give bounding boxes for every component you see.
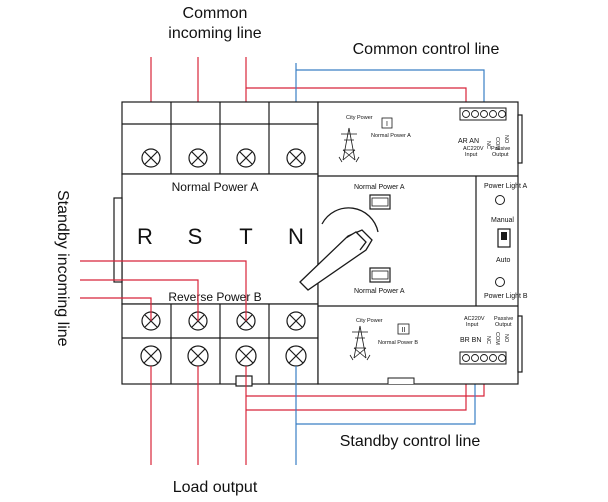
reverse-power-b-label: Reverse Power B: [168, 290, 261, 304]
module-a-terminals: AR AN: [458, 138, 479, 145]
standby-incoming-wires: [80, 260, 247, 321]
module-b-nc: NC: [485, 336, 491, 344]
module-b-roman-box: [397, 323, 410, 335]
switch-slot-bottom: [369, 267, 391, 283]
din-clip: [387, 377, 415, 384]
standby-control-label: Standby control line: [340, 433, 481, 450]
module-a-output: Output: [492, 152, 509, 158]
power-light-b-indicator: [495, 277, 505, 287]
phase-n: N: [288, 224, 304, 249]
bottom-clip: [235, 375, 253, 387]
module-b-passive: Passive: [494, 316, 513, 322]
module-b-no: NO: [503, 334, 509, 343]
phase-r: R: [137, 224, 153, 249]
rotary-handle[interactable]: [299, 207, 379, 291]
module-b-city-power: City Power: [356, 318, 383, 324]
module-a: City Power I Normal Power A AR AN AC220V…: [338, 107, 510, 163]
tower-icon-a: [338, 127, 360, 163]
module-a-roman: I: [386, 121, 388, 128]
switch-slot-top: [369, 194, 391, 210]
module-a-passive: Passive: [491, 146, 510, 152]
common-incoming-label-2: incoming line: [168, 25, 261, 42]
module-b-terminals: BR BN: [460, 337, 481, 344]
module-a-roman-box: [381, 117, 393, 129]
module-a-com: COM: [494, 137, 500, 150]
breaker-body: [113, 101, 319, 385]
controller-normal-power-top: Normal Power A: [354, 184, 405, 191]
controller-normal-power-bottom: Normal Power A: [354, 288, 405, 295]
standby-incoming-label: Standby incoming line: [54, 190, 71, 347]
controller-panel: Normal Power A Normal Power A Power Ligh…: [299, 183, 528, 300]
load-output-label: Load output: [173, 479, 258, 496]
phase-s: S: [188, 224, 203, 249]
module-a-normal-power: Normal Power A: [371, 133, 411, 139]
module-b-normal-power: Normal Power B: [378, 340, 418, 346]
lower-terminal-screws-bottom: [140, 345, 307, 367]
normal-power-a-label: Normal Power A: [172, 180, 259, 194]
module-b-roman: II: [402, 327, 406, 334]
upper-terminal-screws: [141, 148, 306, 168]
module-a-terminal-screws: [462, 110, 506, 118]
power-light-b-label: Power Light B: [484, 293, 528, 300]
module-b-input: Input: [466, 322, 479, 328]
power-light-a-indicator: [495, 195, 505, 205]
phase-t: T: [239, 224, 252, 249]
power-light-a-label: Power Light A: [484, 183, 528, 190]
module-a-nc: NC: [485, 141, 491, 149]
module-b-output: Output: [495, 322, 512, 328]
module-b-com: COM: [494, 332, 500, 345]
tower-icon-b: [349, 325, 371, 361]
module-b-terminal-screws: [462, 354, 506, 362]
common-incoming-label-1: Common: [183, 5, 248, 22]
common-control-label: Common control line: [353, 41, 500, 58]
manual-label: Manual: [491, 217, 514, 224]
module-a-no: NO: [503, 135, 509, 144]
module-b-ac220v: AC220V: [464, 316, 485, 322]
module-b: City Power II Normal Power B AC220V Inpu…: [349, 316, 513, 384]
module-a-city-power: City Power: [346, 115, 373, 121]
auto-label: Auto: [496, 257, 511, 264]
module-a-input: Input: [465, 152, 478, 158]
module-a-ac220v: AC220V: [463, 146, 484, 152]
